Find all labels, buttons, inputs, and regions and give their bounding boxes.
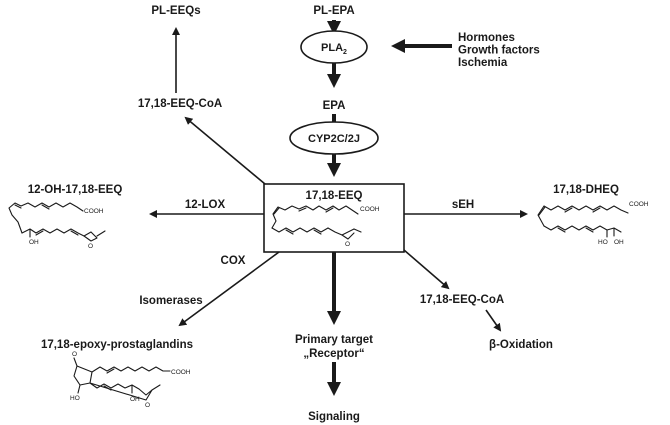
- eeq-cooh-label: COOH: [360, 206, 380, 213]
- hydroxy-o-label: O: [88, 243, 93, 250]
- epa-label: EPA: [323, 100, 346, 112]
- epoxy-pg-structure: [73, 357, 171, 401]
- stimulus-growth-factors: Growth factors: [458, 45, 540, 57]
- primary-target-label: Primary target: [295, 334, 373, 346]
- epoxy-pg-epoxide-o-label: O: [145, 402, 150, 409]
- eeq-coa-bottom-label: 17,18-EEQ-CoA: [420, 294, 504, 306]
- stimulus-ischemia: Ischemia: [458, 57, 508, 69]
- epoxy-pg-ho-label: HO: [70, 395, 80, 402]
- eeq-epoxide-o-label: O: [345, 241, 350, 248]
- isomerases-label: Isomerases: [139, 295, 202, 307]
- hydroxy-eeq-label: 12-OH-17,18-EEQ: [28, 184, 123, 196]
- pla2-label: PLA2: [321, 42, 347, 56]
- hydroxy-eeq-structure: [8, 202, 106, 242]
- dheq-label: 17,18-DHEQ: [553, 184, 619, 196]
- stimulus-hormones: Hormones: [458, 32, 515, 44]
- stimuli-label: Hormones Growth factors Ischemia: [458, 32, 543, 69]
- dheq-ho-label: HO: [598, 239, 608, 246]
- epoxy-pg-oh-label: OH: [130, 396, 140, 403]
- dheq-oh-label: OH: [614, 239, 624, 246]
- cox-label: COX: [221, 255, 246, 267]
- epoxy-pg-cooh-label: COOH: [171, 369, 191, 376]
- cyp-label: CYP2C/2J: [308, 133, 360, 145]
- seh-label: sEH: [452, 199, 474, 211]
- eeq-central-box: [263, 183, 405, 253]
- signaling-label: Signaling: [308, 411, 360, 423]
- pl-eeqs-label: PL-EEQs: [151, 5, 200, 17]
- dheq-structure: [537, 205, 629, 238]
- epoxy-pg-o-label: O: [72, 351, 77, 358]
- eeq-coa-top-label: 17,18-EEQ-CoA: [138, 98, 222, 110]
- eeq-center-label: 17,18-EEQ: [306, 190, 363, 202]
- eeq-to-eeq-coa-top-arrow: [184, 116, 266, 185]
- pl-epa-label: PL-EPA: [313, 5, 354, 17]
- epoxy-pg-label: 17,18-epoxy-prostaglandins: [41, 339, 193, 351]
- eeq-coa-to-beta-ox-arrow: [485, 309, 502, 332]
- lox-label: 12-LOX: [185, 199, 226, 211]
- eeq-to-eeq-coa-bottom-arrow: [403, 249, 450, 290]
- eeq-structure: [271, 205, 362, 240]
- cox-arrow: [178, 251, 280, 327]
- dheq-cooh-label: COOH: [629, 201, 649, 208]
- receptor-label: „Receptor“: [303, 348, 364, 360]
- hydroxy-cooh-label: COOH: [84, 208, 104, 215]
- beta-oxidation-label: β-Oxidation: [489, 339, 553, 351]
- hydroxy-oh-label: OH: [29, 239, 39, 246]
